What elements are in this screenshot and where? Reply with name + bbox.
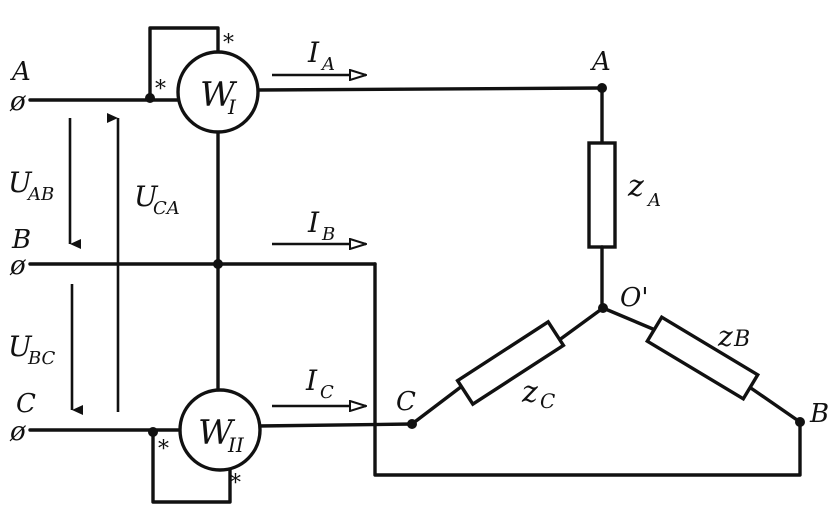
terminal-a-label: A — [10, 57, 31, 87]
wattmeter-w2: W II — [178, 388, 262, 472]
wattmeter-w2-label: W — [198, 413, 236, 453]
current-ia-label: I — [307, 36, 320, 69]
impedance-za-label-group: z A — [627, 169, 661, 211]
terminal-c-symbol: ø — [9, 417, 26, 447]
current-ic-sub: C — [320, 382, 334, 403]
current-arrow-ib: I B — [272, 206, 366, 245]
current-arrow-ia: I A — [272, 36, 366, 75]
w1-marker-current: * — [155, 77, 166, 102]
node-c-dot — [407, 419, 417, 429]
terminal-b: B ø — [9, 225, 31, 281]
w2-marker-voltage: * — [230, 471, 241, 496]
voltage-arrow-ubc: U BC — [8, 284, 83, 415]
wattmeter-w1: W I — [176, 50, 260, 134]
wattmeter-w2-sub: II — [227, 433, 245, 457]
terminal-a: A ø — [9, 57, 31, 117]
voltage-uab-sub: AB — [26, 184, 54, 205]
impedance-zc-sub: C — [540, 389, 555, 413]
current-arrow-ic: I C — [272, 364, 366, 406]
current-ib-label: I — [307, 206, 320, 239]
voltage-uca-sub: CA — [153, 198, 180, 219]
terminal-b-label: B — [11, 225, 31, 255]
voltage-uca-label: U — [134, 180, 159, 213]
line-b-wiring — [28, 259, 802, 477]
node-a-dot — [597, 83, 607, 93]
impedance-za-label: z — [627, 169, 644, 204]
current-ic-label: I — [305, 364, 318, 397]
current-ib-sub: B — [321, 224, 335, 245]
impedance-zc-resistor — [455, 319, 566, 407]
terminal-c-label: C — [16, 389, 36, 419]
impedance-zc-label: z — [521, 375, 538, 410]
current-ia-sub: A — [320, 54, 335, 75]
impedance-zb-sub: B — [733, 327, 750, 352]
terminal-b-symbol: ø — [9, 251, 26, 281]
voltage-arrow-uab: U AB — [8, 118, 81, 249]
wattmeter-w1-label: W — [200, 75, 238, 115]
terminal-c: C ø — [9, 389, 36, 447]
voltage-ubc-label: U — [8, 330, 33, 363]
impedance-za-sub: A — [646, 190, 661, 211]
voltage-arrow-uca: U CA — [107, 113, 180, 412]
load-node-o-label: O' — [620, 283, 648, 313]
node-b-dot — [795, 417, 805, 427]
line-a-wiring — [28, 26, 604, 103]
impedance-za-resistor — [587, 141, 617, 249]
impedance-zb-resistor — [644, 314, 761, 402]
impedance-zb-label: z — [717, 320, 733, 353]
load-node-c-label: C — [396, 387, 416, 417]
polarity-markers: * * * * — [155, 31, 241, 496]
wattmeter-w1-sub: I — [227, 95, 237, 119]
load-node-a-label: A — [590, 47, 611, 77]
impedance-zb-label-group: z B — [717, 320, 750, 353]
star-load — [407, 83, 805, 429]
load-node-b-label: B — [809, 399, 829, 429]
line-c-wiring — [28, 422, 414, 504]
w1-marker-voltage: * — [223, 31, 234, 56]
voltage-ubc-sub: BC — [27, 348, 56, 369]
voltage-uab-label: U — [8, 166, 33, 199]
w2-marker-current: * — [158, 437, 169, 462]
terminal-a-symbol: ø — [9, 87, 26, 117]
impedance-zc-label-group: z C — [521, 375, 555, 413]
